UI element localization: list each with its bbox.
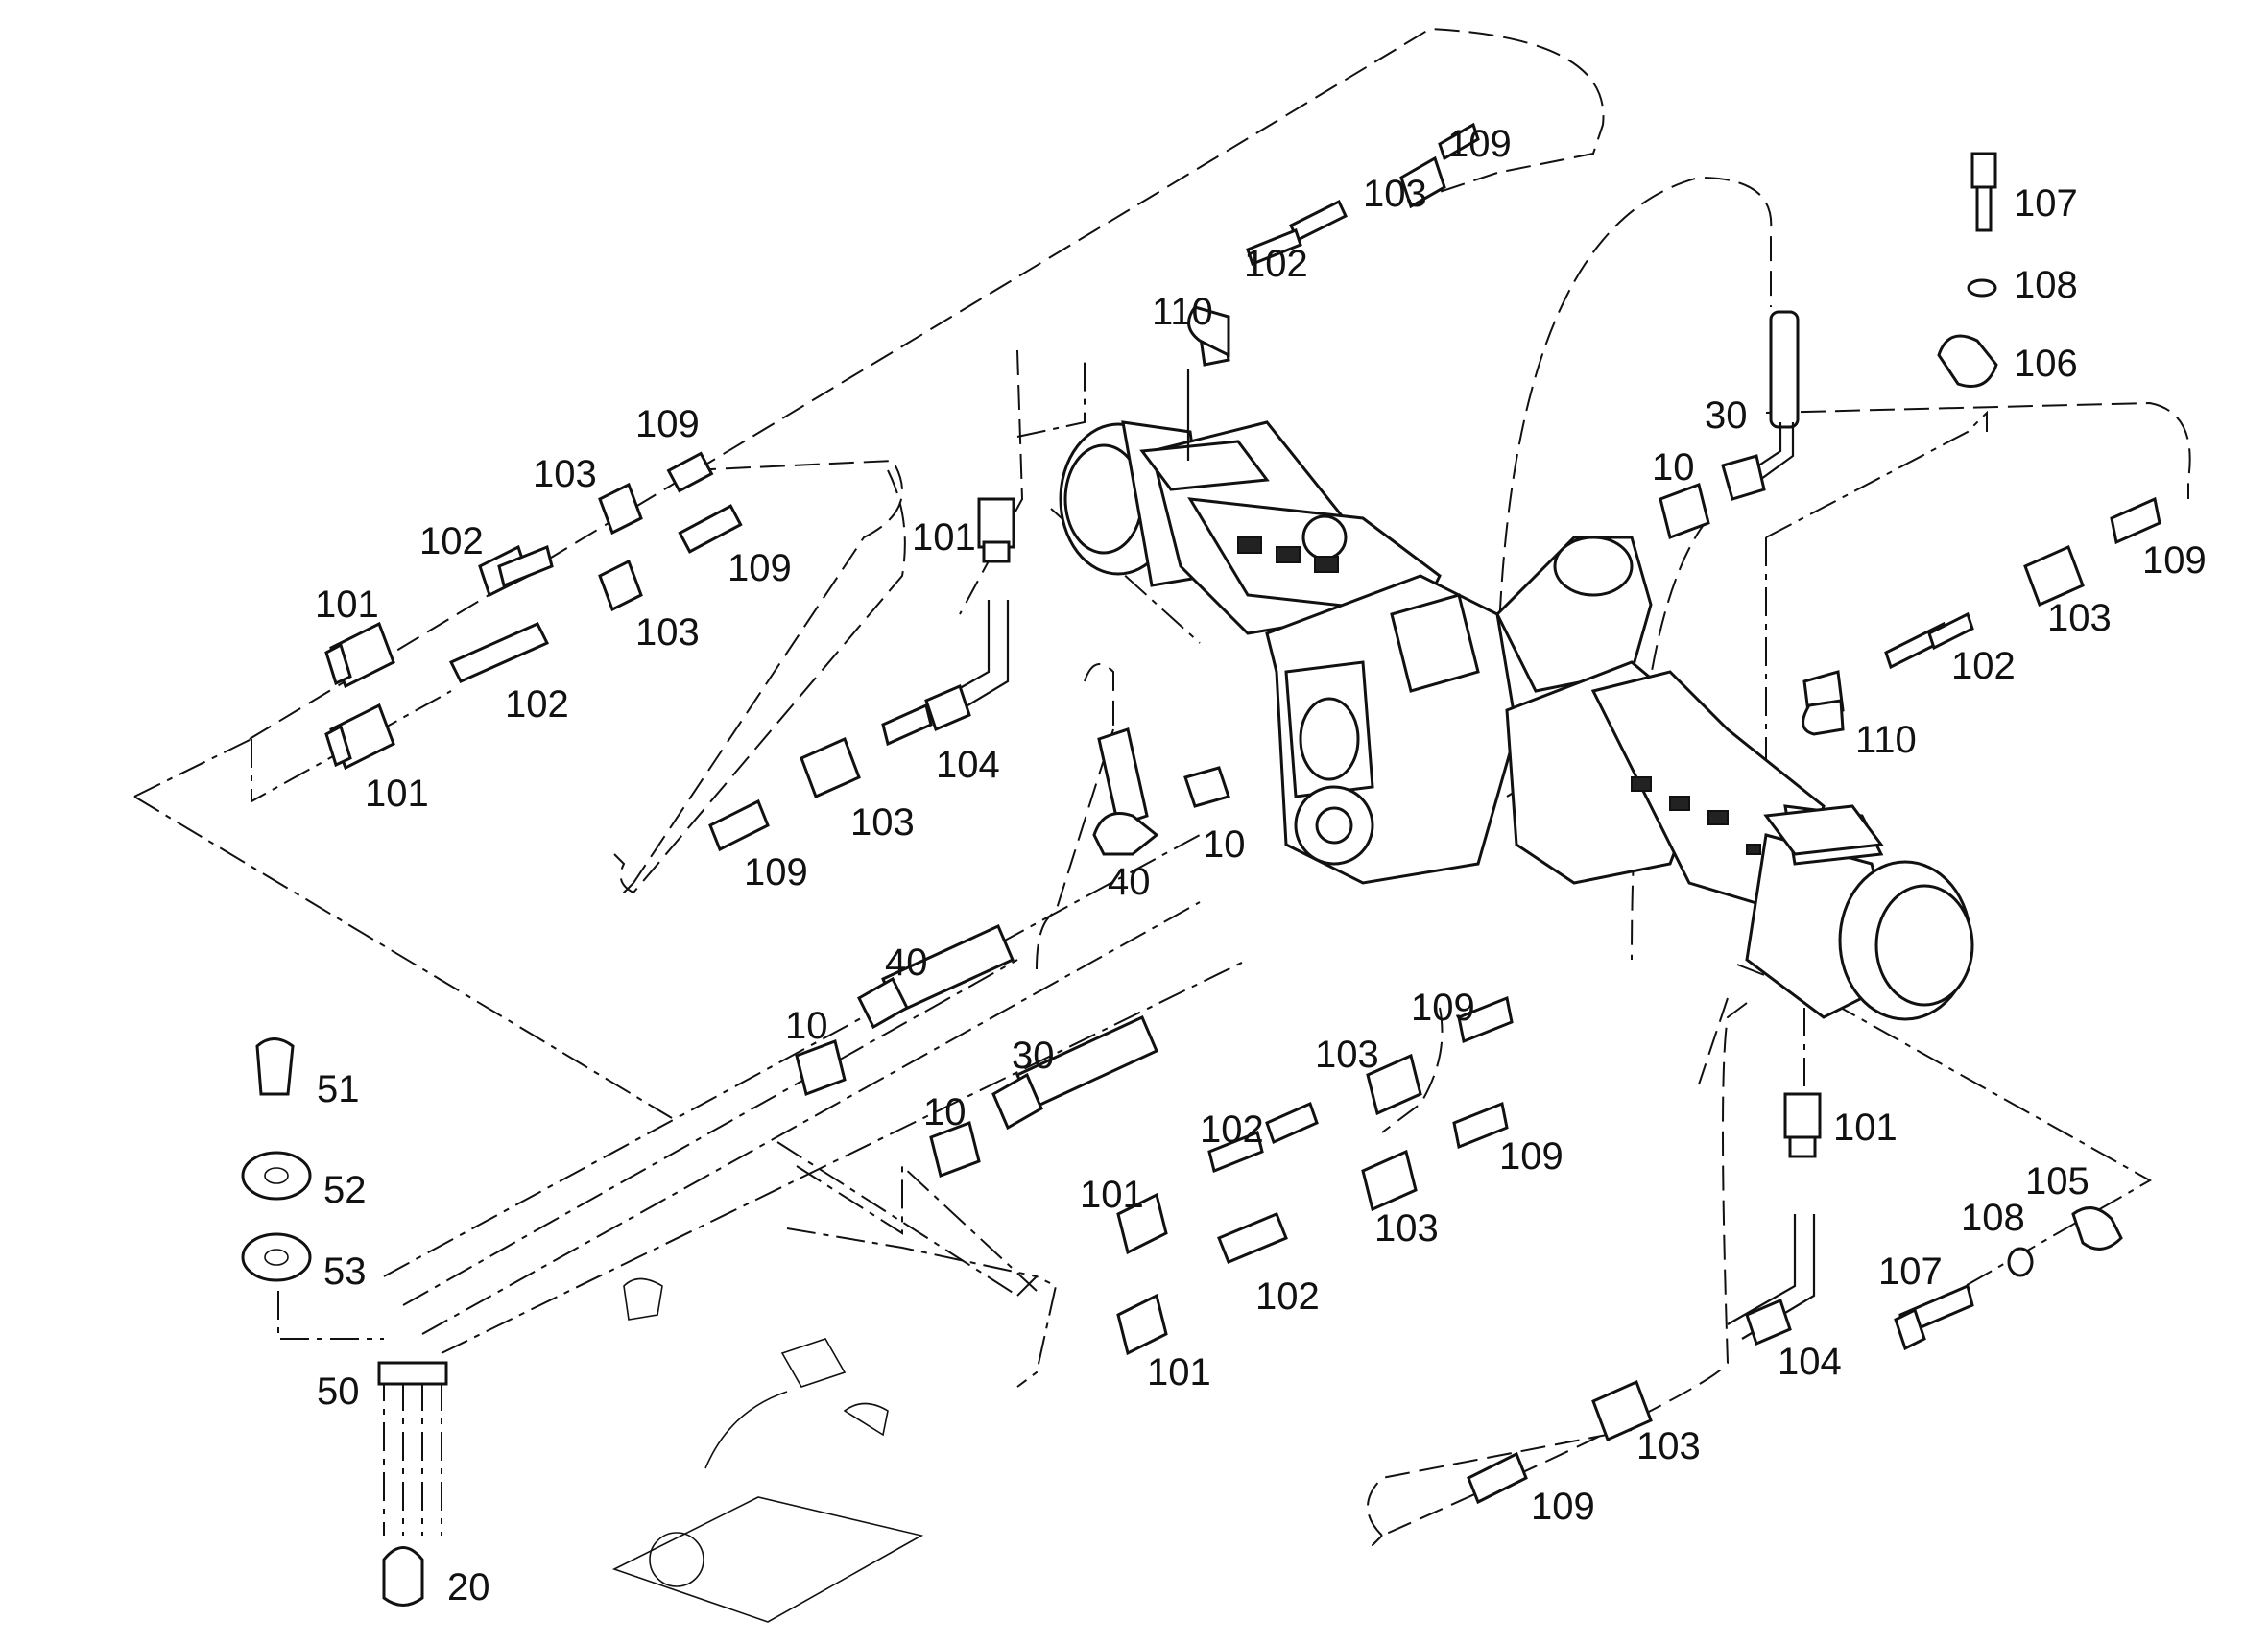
callout-10: 10 xyxy=(785,1005,828,1047)
callout-30: 30 xyxy=(1012,1035,1055,1077)
callout-109: 109 xyxy=(1531,1486,1595,1528)
callout-103: 103 xyxy=(533,453,597,495)
fittings-left-lower xyxy=(324,504,743,771)
callout-labels: 109 103 102 110 107 108 106 30 10 109 10… xyxy=(315,123,2207,1608)
fittings-lower-right xyxy=(1467,1092,2123,1505)
callout-101: 101 xyxy=(315,584,379,626)
callout-107: 107 xyxy=(2014,182,2078,225)
callout-102: 102 xyxy=(1255,1275,1320,1318)
callout-20: 20 xyxy=(447,1566,490,1608)
fittings-left-upper xyxy=(324,451,714,689)
fittings-top xyxy=(1186,122,1480,461)
callout-52: 52 xyxy=(323,1169,367,1211)
callout-40: 40 xyxy=(885,941,928,984)
callout-101: 101 xyxy=(1833,1107,1898,1149)
callout-109: 109 xyxy=(1499,1135,1564,1178)
callout-102: 102 xyxy=(1951,645,2016,687)
callout-103: 103 xyxy=(1374,1207,1439,1250)
callout-30: 30 xyxy=(1705,394,1748,437)
fittings-center-right xyxy=(1116,995,1514,1356)
fittings-center-40-10 xyxy=(795,727,1230,1178)
callout-104: 104 xyxy=(936,744,1000,786)
callout-106: 106 xyxy=(2014,343,2078,385)
callout-103: 103 xyxy=(1636,1425,1701,1467)
callout-105: 105 xyxy=(2025,1160,2089,1203)
fittings-106-107-108 xyxy=(1937,152,1998,388)
sensor-assembly xyxy=(241,1037,448,1607)
callout-101: 101 xyxy=(1147,1351,1211,1394)
callout-50: 50 xyxy=(317,1370,360,1413)
callout-10: 10 xyxy=(923,1091,967,1133)
fittings-right-30-10 xyxy=(1659,310,1800,539)
callout-109: 109 xyxy=(1411,987,1475,1029)
callout-102: 102 xyxy=(419,520,484,562)
callout-103: 103 xyxy=(635,611,700,654)
callout-101: 101 xyxy=(1080,1174,1144,1216)
callout-102: 102 xyxy=(1244,243,1308,285)
fittings-right-upper xyxy=(1802,496,2161,736)
fittings-left-middle xyxy=(708,497,1015,852)
callout-103: 103 xyxy=(1315,1034,1379,1076)
callout-109: 109 xyxy=(1447,123,1512,165)
callout-109: 109 xyxy=(744,851,808,893)
callout-104: 104 xyxy=(1778,1341,1842,1383)
callout-109: 109 xyxy=(2142,539,2207,582)
callout-108: 108 xyxy=(2014,264,2078,306)
callout-110: 110 xyxy=(1855,719,1917,761)
callout-103: 103 xyxy=(1363,173,1427,215)
callout-110: 110 xyxy=(1152,291,1213,333)
axle-assembly xyxy=(1059,420,1974,1021)
callout-51: 51 xyxy=(317,1068,360,1110)
callout-103: 103 xyxy=(2047,597,2112,639)
callout-10: 10 xyxy=(1652,446,1695,488)
callout-101: 101 xyxy=(912,516,976,559)
callout-109: 109 xyxy=(635,403,700,445)
callout-108: 108 xyxy=(1961,1197,2025,1239)
callout-53: 53 xyxy=(323,1251,367,1293)
callout-102: 102 xyxy=(505,683,569,726)
callout-109: 109 xyxy=(728,547,792,589)
callout-102: 102 xyxy=(1200,1108,1264,1151)
callout-107: 107 xyxy=(1878,1251,1943,1293)
callout-103: 103 xyxy=(850,801,915,844)
callout-10: 10 xyxy=(1203,823,1246,866)
frame-lines xyxy=(133,355,2153,1536)
mount-plate xyxy=(611,1277,924,1623)
callout-40: 40 xyxy=(1108,861,1151,903)
callout-101: 101 xyxy=(365,773,429,815)
